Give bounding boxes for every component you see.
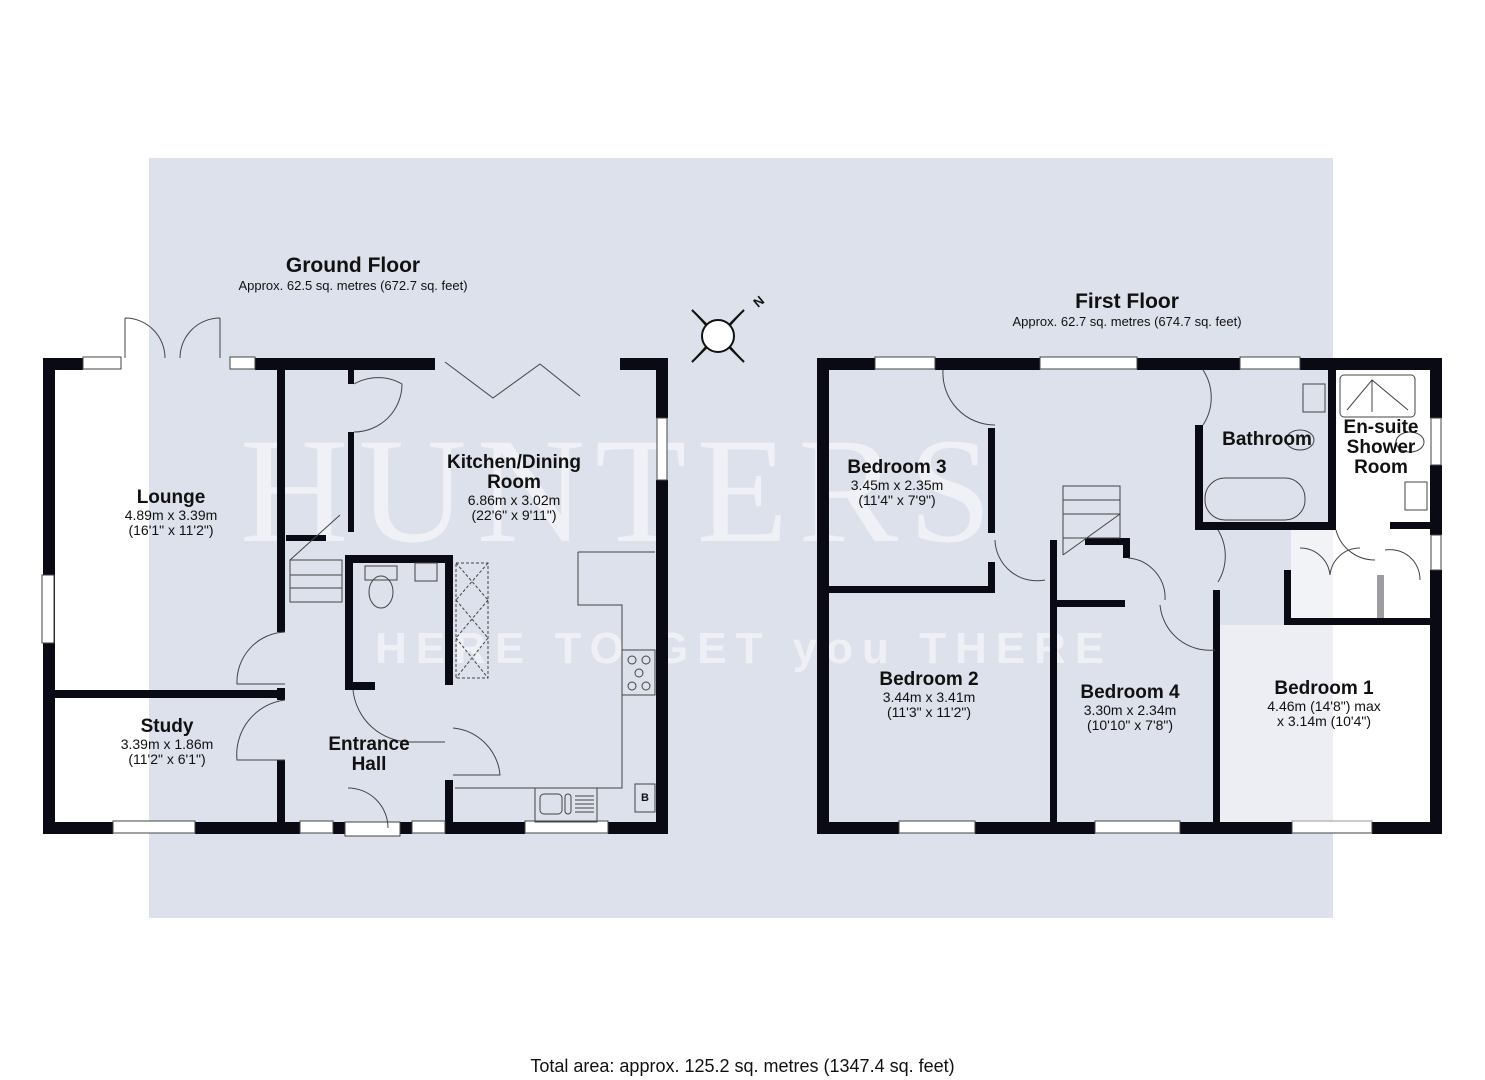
first-floor-area: Approx. 62.7 sq. metres (674.7 sq. feet) [1012, 314, 1242, 329]
ground-floor-title: Ground Floor Approx. 62.5 sq. metres (67… [238, 254, 467, 293]
compass-icon: N [691, 293, 767, 363]
ground-floor-fixtures [41, 317, 668, 837]
first-floor-fixtures [874, 356, 1442, 834]
room-label-bedroom-1: Bedroom 1 4.46m (14'8") max x 3.14m (10'… [1267, 678, 1381, 729]
ground-floor-walls [43, 358, 668, 834]
background-panel [149, 158, 1333, 918]
first-floor-title: First Floor Approx. 62.7 sq. metres (674… [1012, 290, 1241, 329]
room-label-bathroom: Bathroom [1222, 429, 1312, 450]
boiler-label: B [641, 792, 649, 804]
room-label-study: Study 3.39m x 1.86m (11'2" x 6'1") [120, 716, 214, 767]
room-label-en-suite: En-suite Shower Room [1343, 417, 1419, 478]
ground-floor-name: Ground Floor [285, 254, 421, 277]
room-label-bedroom-3: Bedroom 3 3.45m x 2.35m (11'4" x 7'9") [847, 457, 947, 508]
first-floor-name: First Floor [1075, 290, 1179, 313]
room-label-lounge: Lounge 4.89m x 3.39m (16'1" x 11'2") [124, 487, 218, 538]
room-label-entrance-hall: Entrance Hall [328, 734, 410, 775]
ground-floor-area: Approx. 62.5 sq. metres (672.7 sq. feet) [238, 278, 468, 293]
room-label-bedroom-4: Bedroom 4 3.30m x 2.34m (10'10" x 7'8") [1080, 682, 1180, 733]
room-label-kitchen-dining: Kitchen/Dining Room 6.86m x 3.02m (22'6"… [446, 452, 582, 523]
svg-text:N: N [750, 293, 767, 311]
room-label-bedroom-2: Bedroom 2 3.44m x 3.41m (11'3" x 11'2") [879, 669, 979, 720]
total-area: Total area: approx. 125.2 sq. metres (13… [530, 1056, 955, 1076]
